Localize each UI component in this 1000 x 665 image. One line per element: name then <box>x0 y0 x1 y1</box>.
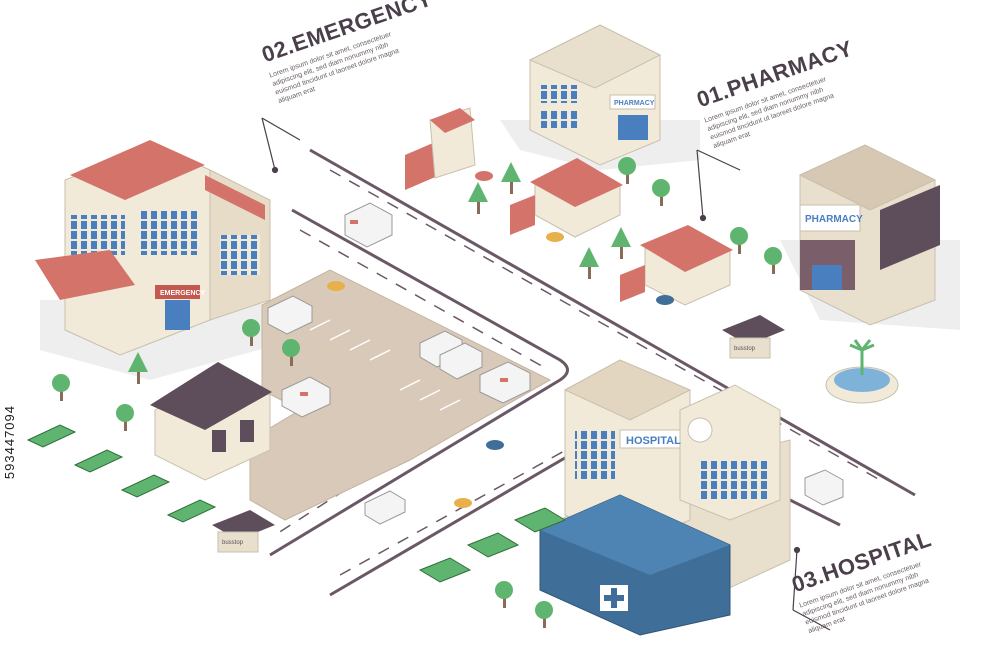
trees <box>52 157 782 628</box>
car <box>546 232 564 242</box>
ambulance <box>439 342 483 380</box>
hospital-building: HOSPITAL <box>539 359 791 636</box>
tree <box>611 227 631 259</box>
car <box>486 440 504 450</box>
bus-stop-sign-left: busstop <box>222 540 244 546</box>
ambulance <box>364 490 406 525</box>
car <box>454 498 472 508</box>
pharmacy-sign-small: PHARMACY <box>614 100 655 107</box>
hospital-sign: HOSPITAL <box>626 435 681 447</box>
car <box>656 295 674 305</box>
tree <box>116 404 134 431</box>
car <box>327 281 345 291</box>
tree <box>652 179 670 206</box>
callout-leaders <box>261 117 831 631</box>
tree <box>52 374 70 401</box>
tree <box>468 182 488 214</box>
tree <box>579 247 599 279</box>
emergency-building: EMERGENCY <box>35 140 271 356</box>
tree <box>282 339 300 366</box>
road-main-diagonal <box>309 148 916 497</box>
emergency-sign: EMERGENCY <box>160 290 205 297</box>
car <box>475 171 493 181</box>
ambulance <box>344 202 393 248</box>
tree <box>495 581 513 608</box>
tree <box>535 601 553 628</box>
tree <box>128 352 148 384</box>
lawns <box>26 424 567 583</box>
road-main-diagonal-lane <box>329 169 881 481</box>
tree <box>764 247 782 274</box>
bus-stop-left: busstop <box>212 510 275 553</box>
bus-stop-sign-right: busstop <box>734 346 756 352</box>
fountain <box>825 339 899 404</box>
pharmacy-sign-main: PHARMACY <box>805 214 863 225</box>
ambulance <box>267 295 313 335</box>
ambulance <box>479 361 531 404</box>
tree <box>501 162 521 194</box>
road-lower <box>329 453 571 597</box>
pharmacy-building-top: PHARMACY <box>528 24 662 166</box>
ambulance <box>804 469 844 506</box>
parking-lot <box>249 269 552 521</box>
tree <box>730 227 748 254</box>
bus-stop-right: busstop <box>722 315 785 359</box>
road-mid <box>269 208 569 557</box>
tree <box>618 157 636 184</box>
tree <box>242 319 260 346</box>
stock-id: 593447094 <box>2 405 17 480</box>
ambulance <box>281 376 331 418</box>
houses-cluster <box>405 107 733 306</box>
road-lower-lane <box>339 444 576 576</box>
warehouse-building <box>150 362 272 481</box>
vehicles <box>267 171 844 525</box>
pharmacy-building-right: PHARMACY <box>798 144 940 326</box>
